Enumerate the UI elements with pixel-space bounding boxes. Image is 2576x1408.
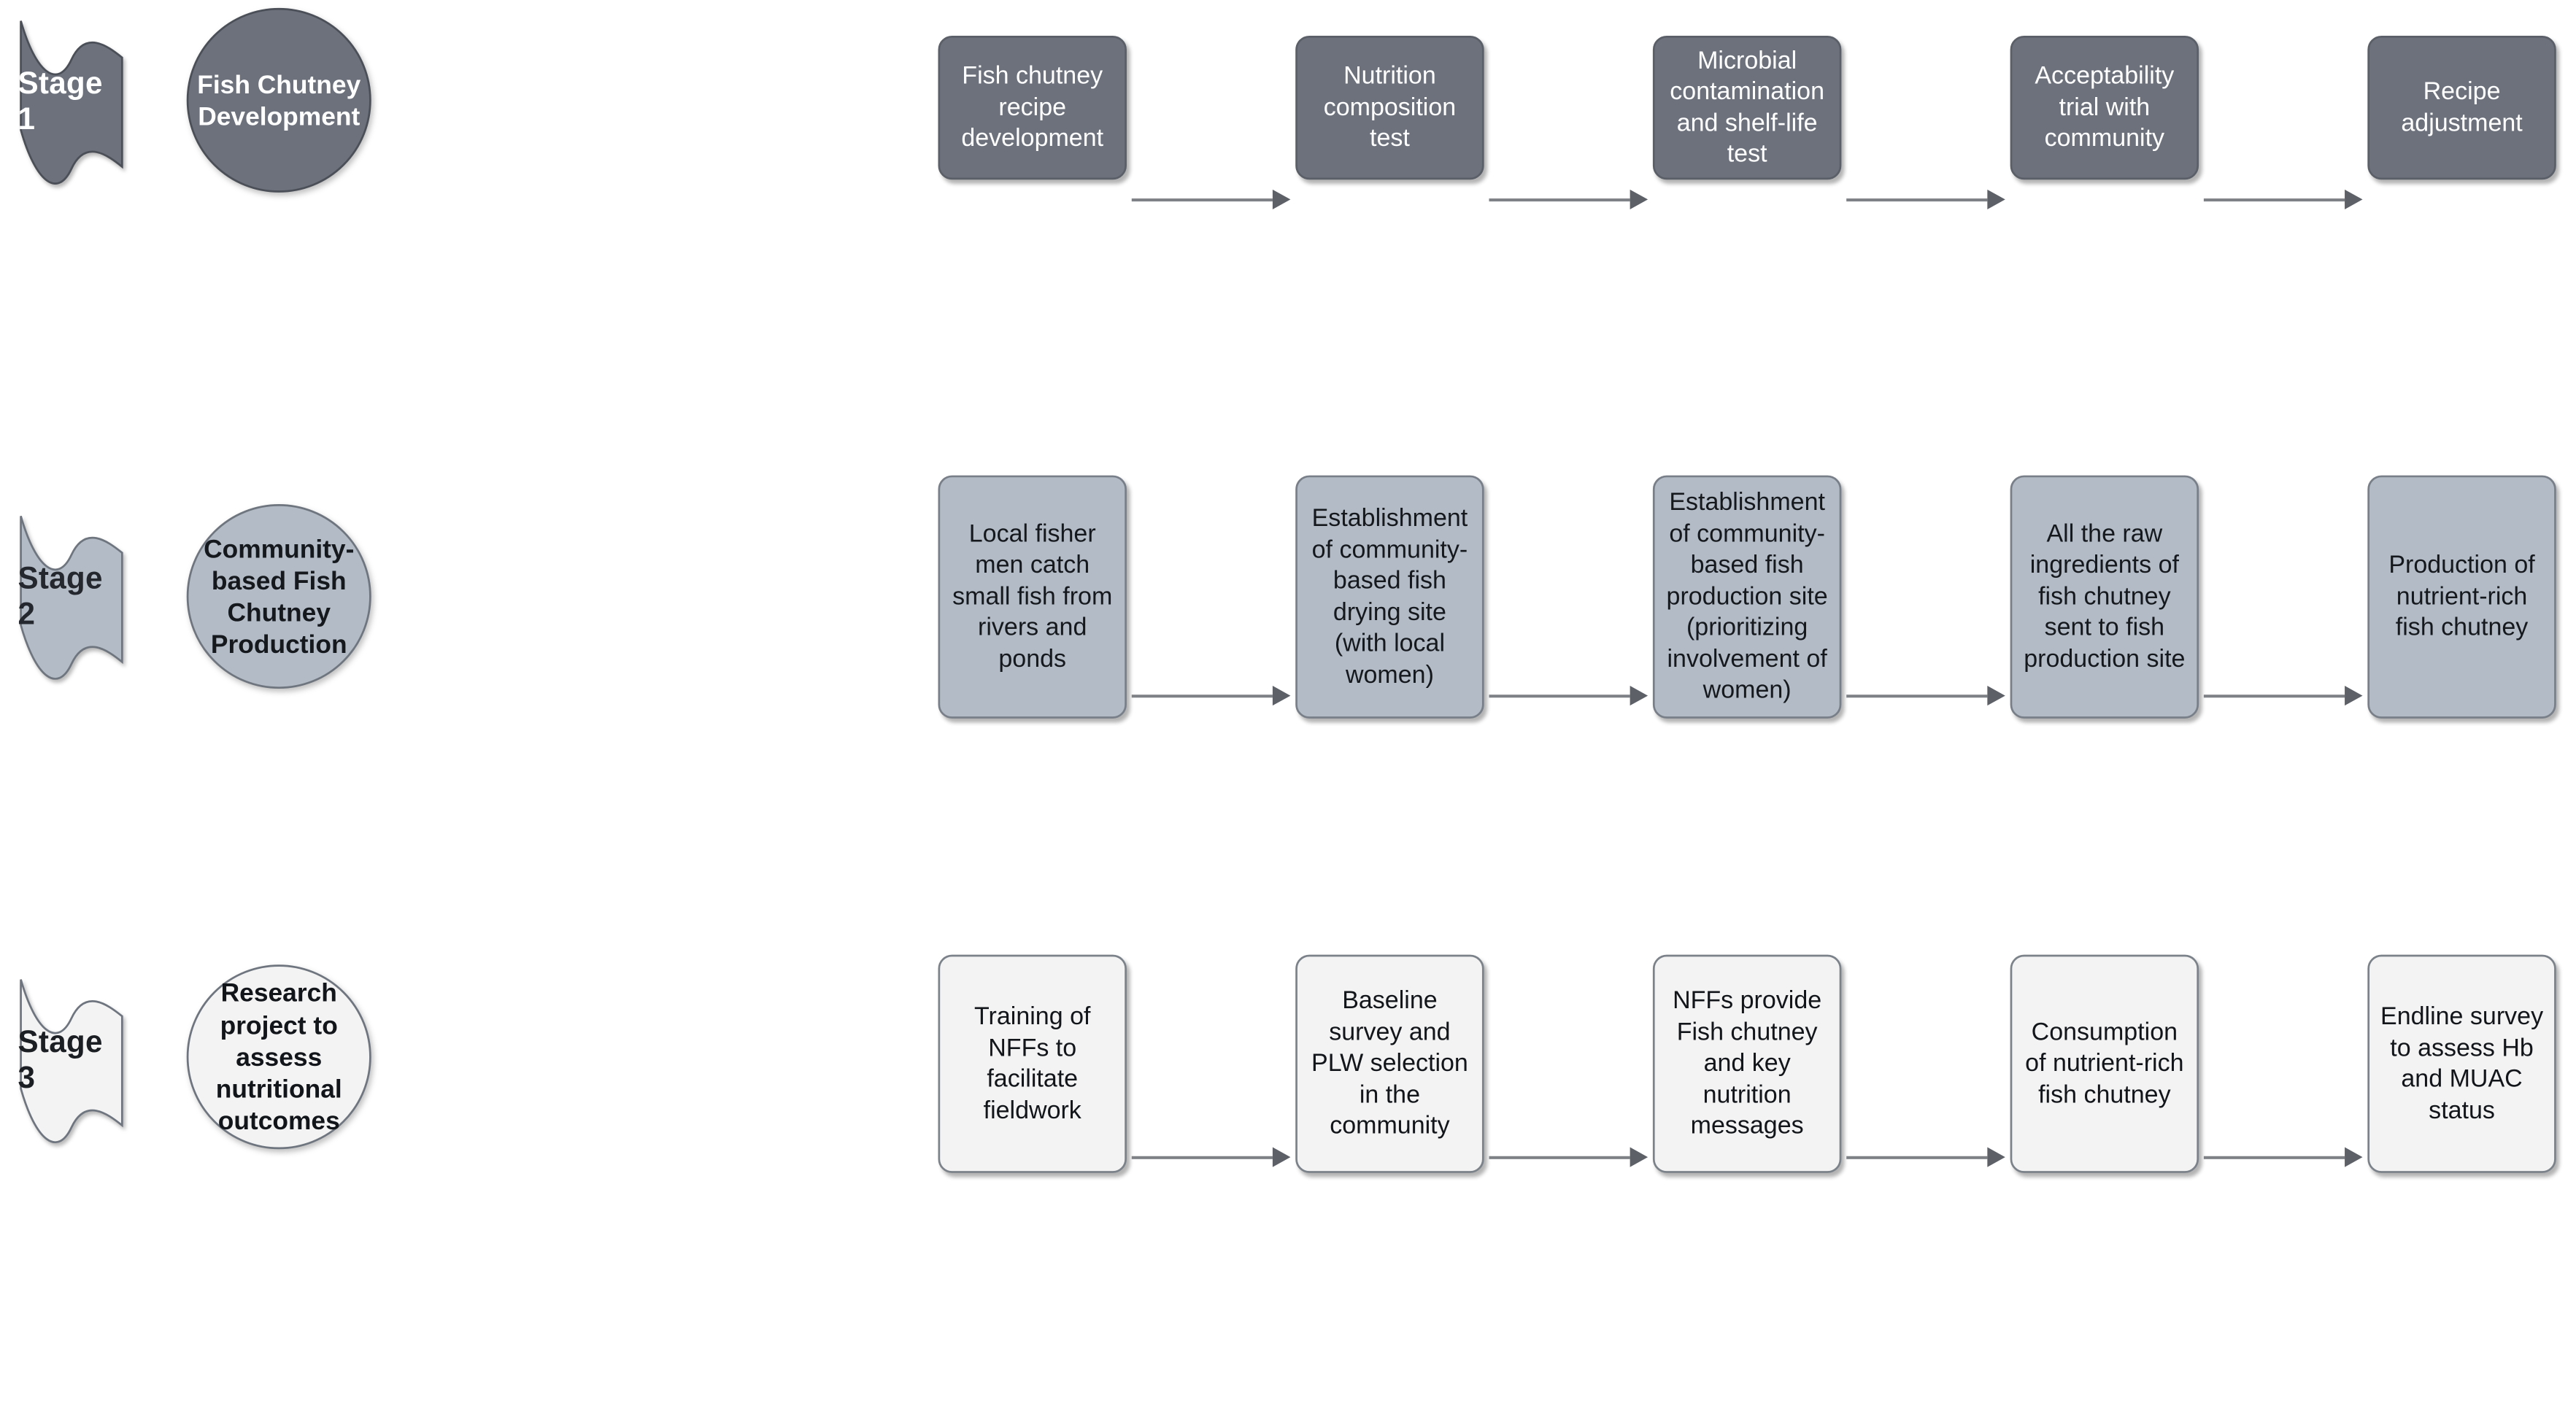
ribbon-banner-icon [20, 515, 123, 680]
stage-circle-label-2: Community-based Fish Chutney Production [204, 533, 355, 659]
arrow-head [1630, 685, 1648, 706]
process-box-2-3[interactable]: Establishment of community-based fish pr… [1652, 475, 1842, 719]
flowchart-diagram: Stage 1 Fish Chutney Development Fish ch… [0, 0, 2576, 1173]
arrow-shaft [1489, 198, 1630, 201]
stage-row-1: Stage 1 Fish Chutney Development Fish ch… [0, 0, 2576, 469]
arrow-head [1272, 189, 1291, 210]
process-box-2-4[interactable]: All the raw ingredients of fish chutney … [2010, 475, 2199, 719]
process-box-label: NFFs provide Fish chutney and key nutrit… [1673, 986, 1822, 1140]
arrow-right-icon [1846, 189, 2005, 210]
arrow-head [1272, 1147, 1291, 1167]
arrow-right-icon [1489, 685, 1648, 706]
ribbon-banner-icon [20, 979, 123, 1143]
stage-circle-1: Fish Chutney Development [186, 7, 371, 193]
process-box-3-5[interactable]: Endline survey to assess Hb and MUAC sta… [2367, 954, 2556, 1173]
stage-row-2: Stage 2 Community-based Fish Chutney Pro… [0, 469, 2576, 938]
arrow-right-icon [2203, 685, 2363, 706]
process-box-2-1[interactable]: Local fisher men catch small fish from r… [938, 475, 1127, 719]
process-box-label: Nutrition composition test [1323, 61, 1457, 152]
arrow-shaft [1131, 694, 1273, 697]
process-box-label: Fish chutney recipe development [961, 61, 1104, 152]
arrow-right-icon [1131, 1147, 1291, 1167]
arrow-shaft [2203, 1156, 2345, 1159]
stage-circle-label-3: Research project to assess nutritional o… [215, 978, 342, 1136]
stage-circle-2: Community-based Fish Chutney Production [186, 504, 371, 689]
process-box-label: Establishment of community-based fish pr… [1666, 488, 1828, 704]
arrow-shaft [1846, 1156, 1988, 1159]
arrow-shaft [1489, 694, 1630, 697]
process-box-2-5[interactable]: Production of nutrient-rich fish chutney [2367, 475, 2556, 719]
arrow-head [1987, 1147, 2005, 1167]
arrow-head [1272, 685, 1291, 706]
arrow-shaft [1846, 198, 1988, 201]
process-box-label: Acceptability trial with community [2035, 61, 2175, 152]
process-box-label: Production of nutrient-rich fish chutney [2388, 551, 2535, 642]
arrow-right-icon [1846, 1147, 2005, 1167]
arrow-head [2345, 685, 2363, 706]
arrow-shaft [1131, 198, 1273, 201]
process-box-3-3[interactable]: NFFs provide Fish chutney and key nutrit… [1652, 954, 1842, 1173]
stage-circle-label-1: Fish Chutney Development [197, 69, 361, 131]
arrow-shaft [2203, 694, 2345, 697]
process-box-label: Consumption of nutrient-rich fish chutne… [2025, 1018, 2184, 1109]
arrow-right-icon [1489, 1147, 1648, 1167]
stage-row-3: Stage 3 Research project to assess nutri… [0, 939, 2576, 1408]
stage-banner-2: Stage 2 [18, 513, 125, 680]
arrow-right-icon [2203, 189, 2363, 210]
stage-banner-3: Stage 3 [18, 977, 125, 1144]
arrow-right-icon [1846, 685, 2005, 706]
arrow-head [2345, 1147, 2363, 1167]
arrow-shaft [1131, 1156, 1273, 1159]
arrow-right-icon [2203, 1147, 2363, 1167]
process-box-label: Microbial contamination and shelf-life t… [1670, 46, 1825, 168]
arrow-right-icon [1489, 189, 1648, 210]
process-box-3-4[interactable]: Consumption of nutrient-rich fish chutne… [2010, 954, 2199, 1173]
process-box-label: Training of NFFs to facilitate fieldwork [974, 1002, 1091, 1124]
process-box-label: Recipe adjustment [2401, 77, 2523, 137]
process-box-1-1[interactable]: Fish chutney recipe development [938, 35, 1127, 180]
process-box-1-3[interactable]: Microbial contamination and shelf-life t… [1652, 35, 1842, 180]
ribbon-banner-icon [20, 20, 123, 185]
process-box-1-5[interactable]: Recipe adjustment [2367, 35, 2556, 180]
process-box-2-2[interactable]: Establishment of community-based fish dr… [1295, 475, 1484, 719]
process-box-3-1[interactable]: Training of NFFs to facilitate fieldwork [938, 954, 1127, 1173]
arrow-head [1630, 189, 1648, 210]
arrow-head [1987, 189, 2005, 210]
process-box-label: Local fisher men catch small fish from r… [952, 519, 1113, 673]
process-box-label: Baseline survey and PLW selection in the… [1311, 986, 1468, 1140]
process-box-label: Establishment of community-based fish dr… [1311, 504, 1468, 689]
process-box-3-2[interactable]: Baseline survey and PLW selection in the… [1295, 954, 1484, 1173]
arrow-shaft [1846, 694, 1988, 697]
process-box-label: Endline survey to assess Hb and MUAC sta… [2380, 1002, 2544, 1124]
process-box-1-2[interactable]: Nutrition composition test [1295, 35, 1484, 180]
stage-circle-3: Research project to assess nutritional o… [186, 964, 371, 1150]
process-box-1-4[interactable]: Acceptability trial with community [2010, 35, 2199, 180]
arrow-right-icon [1131, 685, 1291, 706]
stage-banner-1: Stage 1 [18, 18, 125, 185]
arrow-right-icon [1131, 189, 1291, 210]
arrow-shaft [1489, 1156, 1630, 1159]
arrow-head [2345, 189, 2363, 210]
arrow-head [1630, 1147, 1648, 1167]
arrow-head [1987, 685, 2005, 706]
process-box-label: All the raw ingredients of fish chutney … [2024, 519, 2186, 673]
arrow-shaft [2203, 198, 2345, 201]
